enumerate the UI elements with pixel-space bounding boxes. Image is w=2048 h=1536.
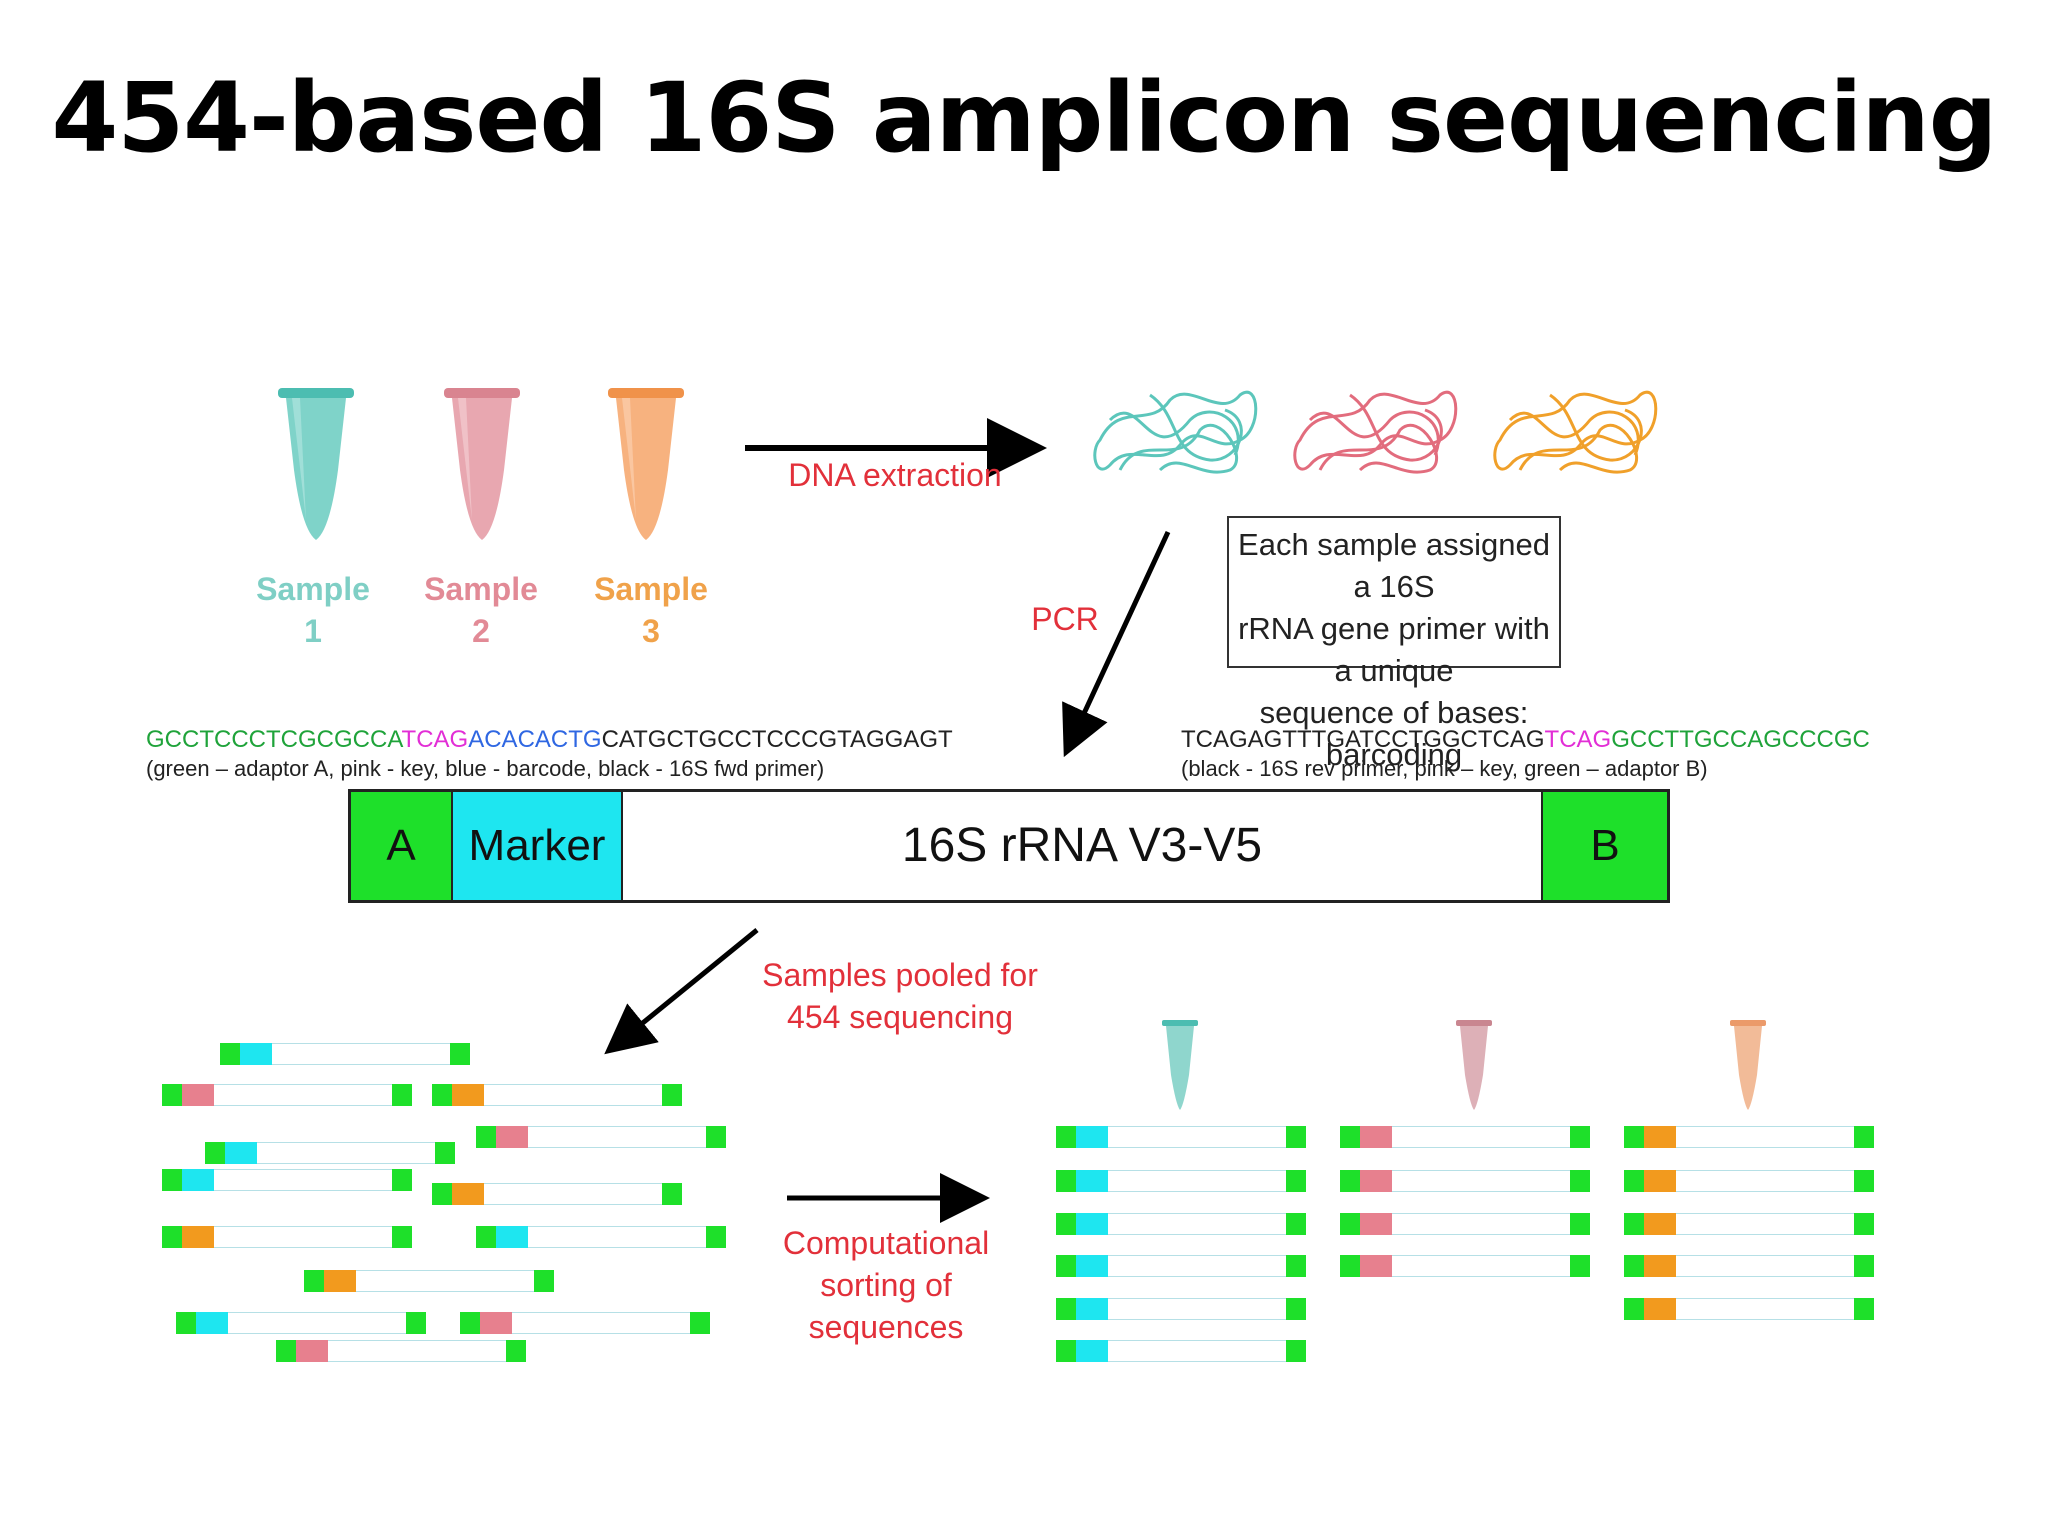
sample-1-line1: Sample	[256, 571, 370, 607]
barcoding-note: Each sample assigned a 16S rRNA gene pri…	[1227, 516, 1561, 772]
note-line-3: sequence of bases: barcoding	[1259, 695, 1529, 772]
pooled-read	[460, 1312, 710, 1334]
sorting-line-2: sorting of	[820, 1267, 952, 1303]
pcr-label: PCR	[1031, 601, 1099, 637]
sample-1-label: Sample 1	[238, 568, 388, 652]
sample-2-line1: Sample	[424, 571, 538, 607]
sample-3-label: Sample 3	[576, 568, 726, 652]
dna-tangle-pink-icon	[1293, 390, 1458, 474]
rev-primer-seq: TCAGAGTTTGATCCTGGCTCAG	[1181, 726, 1545, 753]
tube-sample-3-icon	[608, 388, 684, 540]
pooled-read	[162, 1084, 412, 1106]
reverse-sequence: TCAGAGTTTGATCCTGGCTCAGTCAGGCCTTGCCAGCCCG…	[1181, 726, 1870, 754]
sample-3-line1: Sample	[594, 571, 708, 607]
amplicon-construct: A Marker 16S rRNA V3-V5 B	[348, 789, 1670, 903]
sorted-read	[1340, 1255, 1590, 1277]
fwd-barcode-seq: ACACACTG	[468, 726, 602, 753]
fwd-adaptor-seq: GCCTCCCTCGCGCCA	[146, 726, 402, 753]
sorted-tube-3-icon	[1730, 1020, 1766, 1110]
sorted-read	[1340, 1170, 1590, 1192]
pooled-read	[220, 1043, 470, 1065]
pooled-read	[476, 1226, 726, 1248]
adaptor-a-segment: A	[351, 792, 453, 900]
pooled-arrow	[604, 928, 759, 1055]
pooled-read	[162, 1226, 412, 1248]
pooled-line-2: 454 sequencing	[787, 999, 1013, 1035]
sorted-read	[1056, 1255, 1306, 1277]
forward-sequence: GCCTCCCTCGCGCCATCAGACACACTGCATGCTGCCTCCC…	[146, 726, 953, 754]
fwd-key-seq: TCAG	[401, 726, 469, 753]
pooled-read	[176, 1312, 426, 1334]
note-line-1: Each sample assigned a 16S	[1238, 527, 1550, 604]
dna-tangle-teal-icon	[1093, 390, 1258, 474]
sorting-line-1: Computational	[782, 1225, 990, 1261]
pooled-read	[276, 1340, 526, 1362]
pooled-read	[304, 1270, 554, 1292]
sorted-read	[1056, 1340, 1306, 1362]
pcr-arrow	[1062, 530, 1171, 758]
pooled-read	[162, 1169, 412, 1191]
rev-key-seq: TCAG	[1544, 726, 1612, 753]
sorted-read	[1624, 1298, 1874, 1320]
forward-legend: (green – adaptor A, pink - key, blue - b…	[146, 756, 825, 781]
sorted-read	[1624, 1126, 1874, 1148]
rev-adaptor-seq: GCCTTGCCAGCCCGC	[1611, 726, 1870, 753]
sorted-read	[1056, 1298, 1306, 1320]
sample-2-line2: 2	[472, 613, 490, 649]
sample-2-label: Sample 2	[406, 568, 556, 652]
sorting-line-3: sequences	[808, 1309, 964, 1345]
dna-tangle-orange-icon	[1493, 390, 1658, 474]
pooled-read	[205, 1142, 455, 1164]
pooled-read	[476, 1126, 726, 1148]
slide-title: 454-based 16S amplicon sequencing	[51, 62, 1998, 174]
sample-3-line2: 3	[642, 613, 660, 649]
sorted-tube-2-icon	[1456, 1020, 1492, 1110]
pooled-label: Samples pooled for 454 sequencing	[730, 954, 1070, 1038]
sorted-read	[1624, 1170, 1874, 1192]
pooled-read	[432, 1183, 682, 1205]
reverse-legend: (black - 16S rev primer, pink – key, gre…	[1181, 756, 1708, 781]
sorted-tube-1-icon	[1162, 1020, 1198, 1110]
pooled-line-1: Samples pooled for	[762, 957, 1038, 993]
dna-extraction-label: DNA extraction	[788, 457, 1002, 493]
fwd-primer-seq: CATGCTGCCTCCCGTAGGAGT	[601, 726, 953, 753]
tube-sample-1-icon	[278, 388, 354, 540]
sample-1-line2: 1	[304, 613, 322, 649]
pooled-read	[432, 1084, 682, 1106]
sorted-read	[1056, 1126, 1306, 1148]
sorted-read	[1056, 1170, 1306, 1192]
sorted-read	[1340, 1126, 1590, 1148]
sorted-read	[1624, 1255, 1874, 1277]
marker-segment: Marker	[453, 792, 623, 900]
note-line-2: rRNA gene primer with a unique	[1238, 611, 1550, 688]
tube-sample-2-icon	[444, 388, 520, 540]
sorted-read	[1056, 1213, 1306, 1235]
sorted-read	[1340, 1213, 1590, 1235]
sorted-read	[1624, 1213, 1874, 1235]
adaptor-b-segment: B	[1541, 792, 1667, 900]
sorting-label: Computational sorting of sequences	[756, 1222, 1016, 1348]
rrna-region-segment: 16S rRNA V3-V5	[901, 819, 1263, 872]
